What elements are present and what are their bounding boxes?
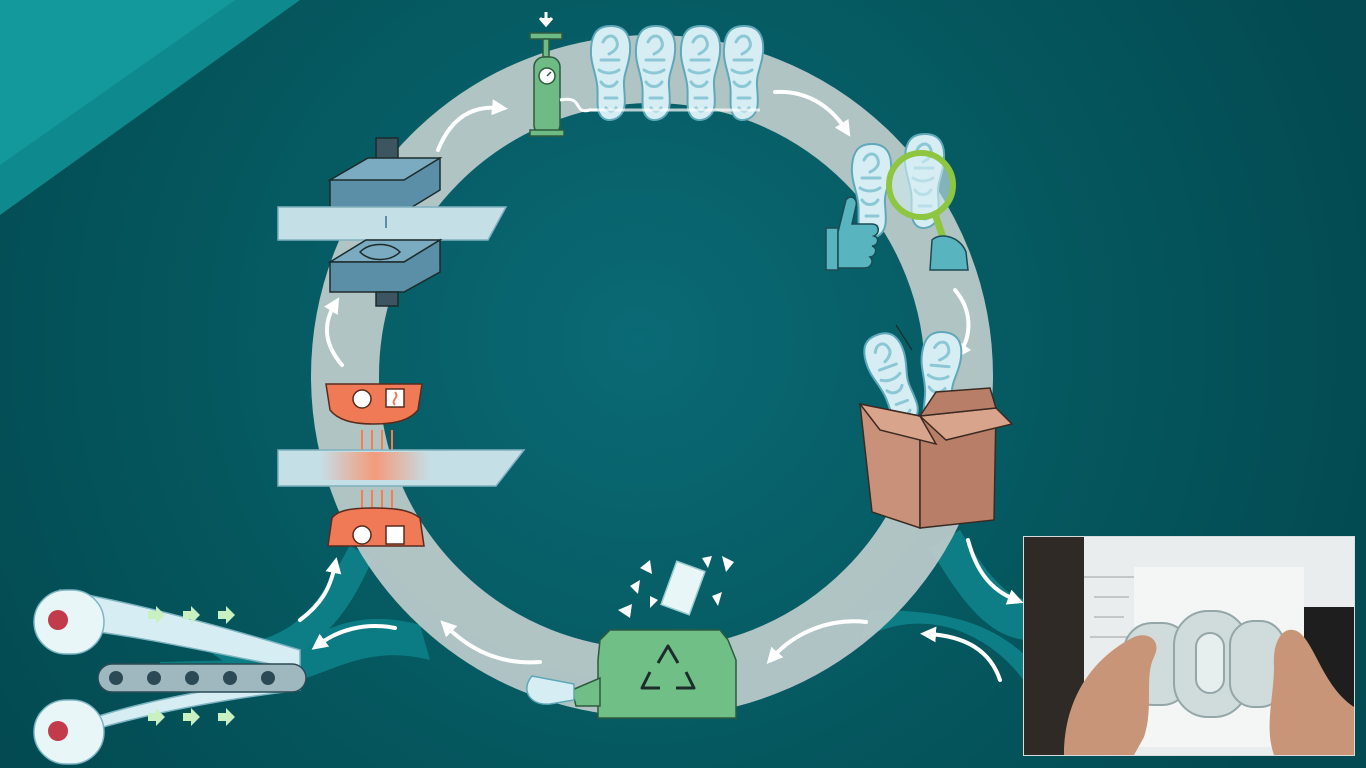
magnifier-icon	[886, 150, 969, 271]
sole-3	[679, 24, 722, 122]
press-sheet	[277, 206, 508, 241]
thumbs-up-icon	[825, 196, 879, 271]
sole-row	[589, 24, 765, 122]
flow-arrow-10	[920, 626, 1002, 682]
flow-arrow-5	[440, 620, 542, 665]
flow-arrow-6	[323, 297, 344, 367]
flow-arrow-4	[766, 619, 868, 664]
flow-arrow-3	[953, 288, 972, 359]
flow-arrow-2	[773, 89, 851, 137]
flow-arrow-7	[298, 557, 342, 622]
inspection-group	[825, 132, 969, 271]
sole-2	[634, 24, 677, 122]
roller-bottom	[33, 699, 105, 765]
flow-arrows	[298, 89, 1024, 682]
left-hand	[1064, 635, 1157, 755]
sole-4	[722, 24, 765, 122]
corner-accent-inner	[0, 0, 235, 165]
air-pump-icon	[529, 12, 600, 137]
heater-gauge-icon	[277, 383, 526, 547]
hands-holding-sole-photo	[1023, 536, 1355, 756]
conveyor-roller-icon	[33, 589, 307, 765]
right-hand	[1269, 629, 1354, 755]
cardboard-box-icon	[856, 324, 1014, 530]
roller-top	[33, 589, 105, 655]
mold-press-icon	[277, 137, 508, 307]
conveyor-arrows	[148, 606, 235, 726]
flow-arrow-1	[436, 99, 508, 152]
stream-right-lower	[860, 610, 1030, 690]
flow-arrow-9	[966, 538, 1024, 605]
conveyor-gears	[109, 671, 275, 685]
stream-right	[930, 530, 1030, 640]
recycle-icon	[640, 644, 696, 690]
shredding-group	[526, 556, 737, 719]
scrap-pieces	[618, 556, 734, 618]
sole-1	[589, 24, 632, 122]
flow-arrow-8	[311, 624, 397, 650]
